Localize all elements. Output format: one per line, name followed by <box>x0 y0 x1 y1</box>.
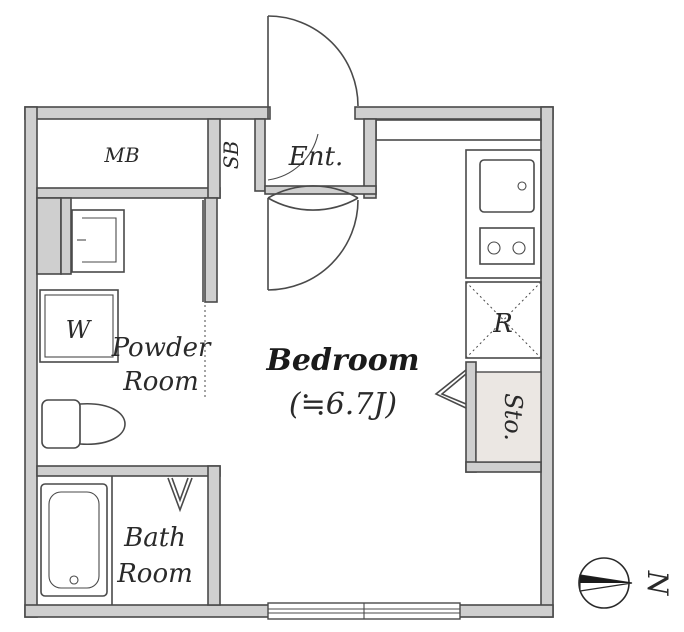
stove <box>479 227 535 265</box>
top-shelf <box>375 119 542 141</box>
bath-folding-door[interactable] <box>167 477 193 513</box>
interior-walls <box>36 118 542 606</box>
north-label: N <box>641 570 674 597</box>
wash-basin <box>71 209 125 273</box>
bottom-window <box>267 602 461 620</box>
storage-area[interactable] <box>475 371 542 463</box>
powder-sliding-door[interactable] <box>202 200 206 400</box>
bath-room-label-line2: Room <box>116 559 193 589</box>
bath-room-label-line1: Bath <box>123 523 186 553</box>
washer-label: W <box>66 316 93 344</box>
kitchen-sink <box>479 159 535 213</box>
mb-label: MB <box>103 143 139 167</box>
entrance-label: Ent. <box>288 142 343 172</box>
compass-icon <box>578 557 633 609</box>
refrigerator-label: R <box>492 309 513 339</box>
powder-room-label-line2: Room <box>122 367 199 397</box>
powder-room-label-line1: Powder <box>111 333 212 363</box>
bedroom-size-label: (≒6.7J) <box>289 387 397 422</box>
bedroom-label: Bedroom <box>266 343 420 378</box>
bathtub <box>40 483 108 597</box>
washer-space <box>39 289 119 363</box>
toilet <box>41 399 126 449</box>
entrance-door[interactable] <box>267 15 359 291</box>
storage-label: Sto. <box>499 393 527 441</box>
storage-folding-door[interactable] <box>434 369 467 409</box>
sb-label: SB <box>219 141 243 169</box>
